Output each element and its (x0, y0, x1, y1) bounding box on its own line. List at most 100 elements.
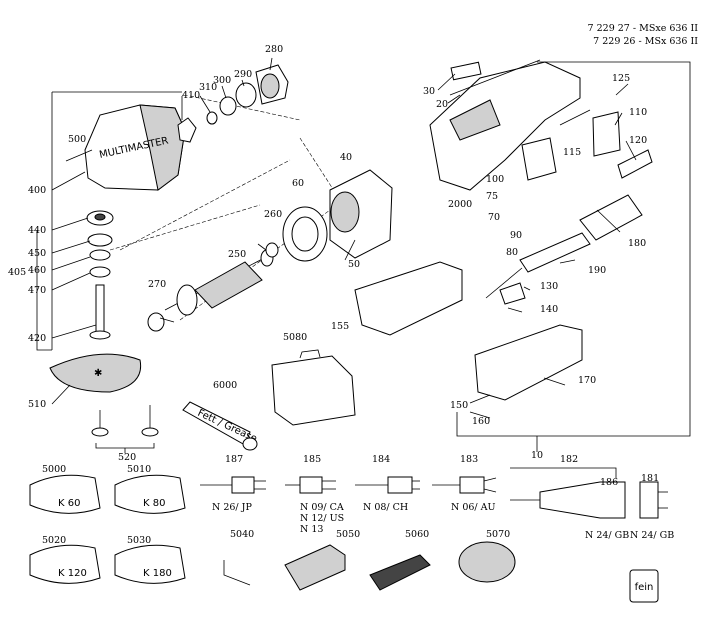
label-190: 190 (588, 265, 606, 276)
label-5000: 5000 (42, 464, 66, 475)
plug-gb-182 (510, 481, 626, 519)
screw-500 (65, 149, 93, 162)
sanding-sheet-5030: K 180 (114, 544, 186, 584)
gear-housing-top (429, 59, 581, 191)
plug-label-jp: N 26/ JP (212, 502, 252, 513)
label-280: 280 (265, 44, 283, 55)
label-100: 100 (486, 174, 504, 185)
star-mark: ✱ (94, 368, 102, 379)
label-270: 270 (148, 279, 166, 290)
label-150: 150 (450, 400, 468, 411)
label-470: 470 (28, 285, 46, 296)
sheet-label-k80: K 80 (143, 498, 165, 509)
bearings-270-260 (147, 242, 279, 332)
label-90: 90 (510, 230, 522, 241)
fein-logo: fein (629, 569, 659, 603)
handle-shell-150 (474, 324, 583, 401)
label-40: 40 (340, 152, 352, 163)
bearing-stack (86, 210, 114, 278)
label-450: 450 (28, 248, 46, 259)
handle-shell-155 (354, 261, 463, 336)
label-6000: 6000 (213, 380, 237, 391)
eccentric-410 (177, 117, 197, 143)
model-number-1: 7 229 27 - MSxe 636 II (588, 23, 699, 34)
label-186: 186 (600, 477, 618, 488)
plug-ch-184 (355, 476, 420, 494)
label-50: 50 (348, 259, 360, 270)
label-300: 300 (213, 75, 231, 86)
bearing-parts-top (206, 64, 289, 125)
ring-60 (282, 206, 328, 262)
label-30: 30 (423, 86, 435, 97)
allen-key-5040 (223, 560, 251, 586)
label-187: 187 (225, 454, 243, 465)
label-440: 440 (28, 225, 46, 236)
label-115: 115 (563, 147, 581, 158)
label-460: 460 (28, 265, 46, 276)
label-500: 500 (68, 134, 86, 145)
plug-label-gb-1: N 24/ GB (585, 530, 629, 541)
sanding-sheet-5010: K 80 (114, 474, 186, 514)
label-70: 70 (488, 212, 500, 223)
model-number-2: 7 229 26 - MSx 636 II (593, 36, 698, 47)
label-155: 155 (331, 321, 349, 332)
label-60: 60 (292, 178, 304, 189)
plug-label-n13: N 13 (300, 524, 323, 535)
pad-screws-520 (91, 405, 159, 449)
label-10: 10 (531, 450, 543, 461)
sheet-label-k120: K 120 (58, 568, 87, 579)
label-5050: 5050 (336, 529, 360, 540)
label-182: 182 (560, 454, 578, 465)
label-510: 510 (28, 399, 46, 410)
motor-housing-400: MULTIMASTER (84, 104, 186, 191)
label-5010: 5010 (127, 464, 151, 475)
blade-5070 (458, 541, 516, 583)
label-80: 80 (506, 247, 518, 258)
leader-lines (51, 57, 637, 453)
plug-label-ca: N 09/ CA (300, 502, 344, 513)
plug-label-us: N 12/ US (300, 513, 344, 524)
spindle-420 (89, 284, 111, 340)
sanding-sheet-5020: K 120 (29, 544, 101, 584)
label-185: 185 (303, 454, 321, 465)
label-170: 170 (578, 375, 596, 386)
label-5070: 5070 (486, 529, 510, 540)
plug-label-gb-2: N 24/ GB (630, 530, 674, 541)
label-5060: 5060 (405, 529, 429, 540)
switch-parts (521, 109, 653, 181)
label-140: 140 (540, 304, 558, 315)
plug-au-183 (432, 476, 497, 494)
carry-case-5080 (271, 349, 356, 426)
group-frame-main (36, 61, 691, 478)
label-2000: 2000 (448, 199, 472, 210)
label-310: 310 (199, 82, 217, 93)
plug-jp-187 (200, 476, 266, 494)
plug-gb-181 (639, 481, 668, 519)
sanding-pad-510: ✱ (49, 353, 142, 393)
armature-250 (164, 249, 274, 316)
label-5040: 5040 (230, 529, 254, 540)
plug-label-ch: N 08/ CH (363, 502, 408, 513)
sheet-label-k60: K 60 (58, 498, 80, 509)
label-125: 125 (612, 73, 630, 84)
label-260: 260 (264, 209, 282, 220)
label-180: 180 (628, 238, 646, 249)
grease-tube-6000: Fett / Grease (182, 401, 259, 451)
part-labels: 280 290 300 310 410 500 400 440 450 460 … (8, 44, 659, 546)
label-5020: 5020 (42, 535, 66, 546)
plug-labels: N 26/ JP N 09/ CA N 12/ US N 13 N 08/ CH… (212, 502, 674, 541)
label-520: 520 (118, 452, 136, 463)
label-160: 160 (472, 416, 490, 427)
label-420: 420 (28, 333, 46, 344)
field-coil-40 (329, 169, 393, 261)
label-130: 130 (540, 281, 558, 292)
label-290: 290 (234, 69, 252, 80)
label-250: 250 (228, 249, 246, 260)
label-181: 181 (641, 473, 659, 484)
label-75: 75 (486, 191, 498, 202)
plug-label-au: N 06/ AU (451, 502, 496, 513)
label-184: 184 (372, 454, 390, 465)
logo-text: fein (635, 582, 654, 593)
label-410: 410 (182, 90, 200, 101)
